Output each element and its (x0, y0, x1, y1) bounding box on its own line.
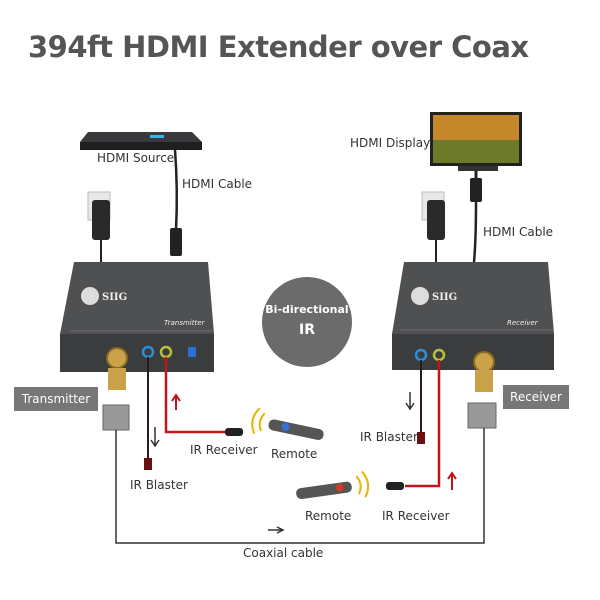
ir-receiver-cable-rx (405, 360, 441, 488)
rx-device-label: Receiver (507, 319, 538, 327)
dvd-player-icon (80, 132, 202, 150)
tx-device-label: Transmitter (164, 319, 205, 327)
ir-receiver-tx-icon (225, 428, 243, 436)
rx-brand-logo: SIIG (432, 292, 457, 303)
coaxial-cable-label: Coaxial cable (243, 546, 324, 560)
power-adapter-tx-icon (87, 191, 111, 262)
transmitter-device: SIIG (60, 262, 214, 372)
transmitter-tag: Transmitter (14, 387, 98, 411)
bnc-connector-tx (102, 368, 130, 431)
arrow-up-icon (171, 393, 181, 410)
bidirectional-ir-badge: Bi-directional IR (262, 277, 352, 367)
hdmi-cable-rx-label: HDMI Cable (483, 225, 554, 239)
arrow-down-icon (150, 427, 160, 448)
ir-blaster-tx-label: IR Blaster (130, 478, 188, 492)
badge-line1: Bi-directional (265, 303, 349, 316)
receiver-tag: Receiver (503, 385, 569, 409)
hdmi-plug-tx (170, 228, 182, 256)
ir-receiver-tx-label: IR Receiver (190, 443, 258, 457)
hdmi-cable-rx (472, 201, 478, 263)
tx-brand-logo: SIIG (102, 292, 127, 303)
remote-control-tx-icon (251, 407, 324, 440)
arrow-down-icon (405, 392, 415, 411)
receiver-device: SIIG (392, 262, 554, 373)
hdmi-display-label: HDMI Display (350, 136, 431, 150)
arrow-up-icon (447, 471, 457, 490)
ir-blaster-rx-icon (417, 432, 425, 444)
remote-rx-label: Remote (305, 509, 352, 523)
power-adapter-rx-icon (421, 191, 445, 262)
hdmi-plug-rx (470, 178, 482, 202)
page-title: 394ft HDMI Extender over Coax (28, 30, 529, 64)
hdmi-display-icon (430, 112, 522, 171)
ir-blaster-rx-label: IR Blaster (360, 430, 418, 444)
hdmi-cable-tx-label: HDMI Cable (182, 177, 253, 191)
ir-receiver-rx-icon (386, 482, 404, 490)
bnc-connector-rx (467, 370, 497, 429)
ir-receiver-cable-tx (164, 357, 225, 434)
hdmi-cable-tx (173, 149, 179, 231)
remote-control-rx-icon (296, 470, 370, 500)
ir-blaster-tx-icon (144, 458, 152, 470)
hdmi-source-label: HDMI Source (97, 151, 175, 165)
remote-tx-label: Remote (271, 447, 318, 461)
arrow-right-icon (268, 526, 285, 534)
ir-receiver-rx-label: IR Receiver (382, 509, 450, 523)
badge-line2: IR (299, 322, 315, 338)
coaxial-cable (115, 428, 485, 544)
